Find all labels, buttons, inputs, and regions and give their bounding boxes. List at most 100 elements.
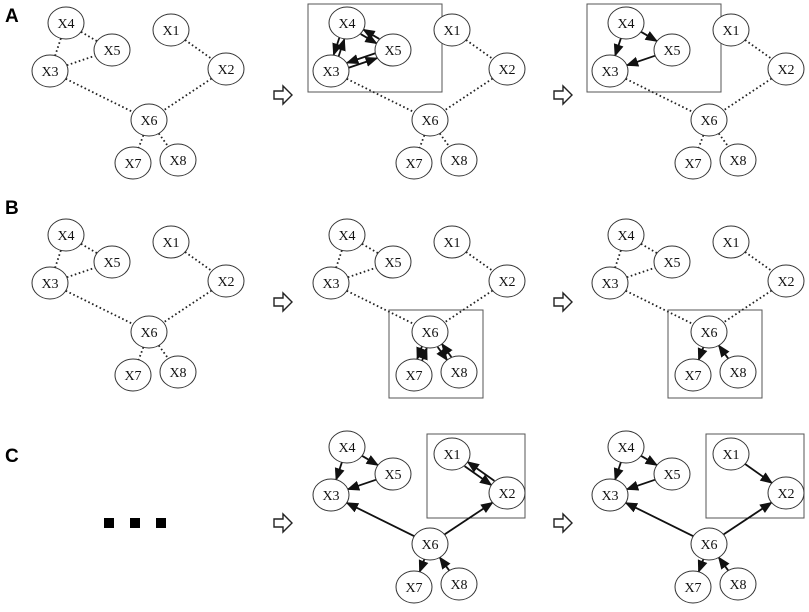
- directed-edge-x4-x3: [613, 462, 624, 481]
- node-x4: X4: [607, 218, 645, 252]
- panel-c1: [104, 518, 166, 528]
- node-x1: X1: [152, 13, 190, 47]
- node-x6: X6: [690, 103, 728, 137]
- row-label-c: C: [5, 446, 19, 467]
- node-x7: X7: [114, 358, 152, 392]
- node-x4: X4: [47, 6, 85, 40]
- node-ellipse: [440, 567, 478, 601]
- node-x3: X3: [591, 54, 629, 88]
- node-ellipse: [607, 430, 645, 464]
- node-label: X2: [217, 275, 234, 290]
- node-x7: X7: [395, 358, 433, 392]
- directed-edge-x6-x2: [722, 501, 773, 536]
- node-x4: X4: [607, 430, 645, 464]
- undirected-edge-x3-x5: [66, 54, 96, 67]
- node-label: X1: [722, 24, 739, 39]
- node-ellipse: [130, 315, 168, 349]
- node-label: X1: [722, 448, 739, 463]
- node-label: X5: [384, 468, 401, 483]
- directed-edge-x8-x6: [439, 556, 451, 572]
- node-ellipse: [767, 264, 805, 298]
- node-ellipse: [411, 315, 449, 349]
- node-ellipse: [31, 54, 69, 88]
- node-x3: X3: [591, 478, 629, 512]
- undirected-edge-x6-x8: [718, 132, 729, 148]
- node-x2: X2: [488, 264, 526, 298]
- node-ellipse: [591, 478, 629, 512]
- node-label: X2: [777, 487, 794, 502]
- node-label: X3: [41, 277, 58, 292]
- node-ellipse: [328, 218, 366, 252]
- node-x3: X3: [312, 54, 350, 88]
- node-label: X6: [140, 114, 157, 129]
- node-ellipse: [312, 478, 350, 512]
- node-x1: X1: [433, 13, 471, 47]
- node-ellipse: [374, 457, 412, 491]
- node-x5: X5: [374, 457, 412, 491]
- ellipsis-dot: [130, 518, 140, 528]
- node-label: X5: [384, 44, 401, 59]
- node-label: X8: [729, 578, 746, 593]
- node-x3: X3: [312, 266, 350, 300]
- directed-edge-x4-x5: [640, 455, 659, 466]
- node-label: X1: [722, 236, 739, 251]
- node-x2: X2: [767, 52, 805, 86]
- undirected-edge-x4-x5: [80, 243, 98, 254]
- ellipsis-dot: [104, 518, 114, 528]
- undirected-edge-x3-x5: [626, 266, 656, 279]
- node-ellipse: [130, 103, 168, 137]
- undirected-edge-x6-x8: [158, 344, 169, 360]
- focus-frame: [586, 3, 722, 93]
- node-ellipse: [114, 358, 152, 392]
- undirected-edge-x6-x8: [158, 132, 169, 148]
- directed-edge-x5-x4: [362, 28, 380, 40]
- node-x1: X1: [433, 225, 471, 259]
- node-x4: X4: [47, 218, 85, 252]
- node-x6: X6: [130, 103, 168, 137]
- node-ellipse: [411, 527, 449, 561]
- node-ellipse: [690, 527, 728, 561]
- undirected-edge-x2-x6: [722, 289, 773, 324]
- directed-edge-x3-x5: [348, 57, 379, 69]
- directed-edge-x7-x6: [418, 346, 428, 362]
- node-x1: X1: [712, 13, 750, 47]
- node-label: X3: [322, 489, 339, 504]
- node-ellipse: [47, 6, 85, 40]
- directed-edge-x8-x6: [718, 556, 730, 572]
- node-ellipse: [312, 54, 350, 88]
- node-ellipse: [653, 457, 691, 491]
- node-ellipse: [152, 225, 190, 259]
- directed-edge-x5-x3: [625, 54, 656, 67]
- row-label-a: A: [5, 6, 19, 27]
- node-ellipse: [31, 266, 69, 300]
- node-label: X8: [450, 366, 467, 381]
- node-x8: X8: [719, 143, 757, 177]
- node-x2: X2: [207, 52, 245, 86]
- node-x7: X7: [674, 358, 712, 392]
- directed-edge-x2-x1: [466, 461, 495, 482]
- step-arrow-a2: [553, 84, 573, 106]
- node-label: X1: [162, 236, 179, 251]
- node-ellipse: [440, 355, 478, 389]
- node-x3: X3: [591, 266, 629, 300]
- node-label: X2: [498, 487, 515, 502]
- node-ellipse: [690, 315, 728, 349]
- undirected-edge-x3-x5: [347, 266, 377, 279]
- undirected-edge-x4-x3: [335, 250, 343, 268]
- node-ellipse: [159, 355, 197, 389]
- node-ellipse: [433, 437, 471, 471]
- node-x3: X3: [312, 478, 350, 512]
- node-label: X7: [405, 157, 422, 172]
- undirected-edge-x3-x5: [66, 266, 96, 279]
- node-x6: X6: [690, 527, 728, 561]
- node-label: X8: [729, 154, 746, 169]
- node-x7: X7: [395, 146, 433, 180]
- node-x5: X5: [93, 245, 131, 279]
- node-label: X1: [162, 24, 179, 39]
- node-x2: X2: [488, 476, 526, 510]
- node-ellipse: [690, 103, 728, 137]
